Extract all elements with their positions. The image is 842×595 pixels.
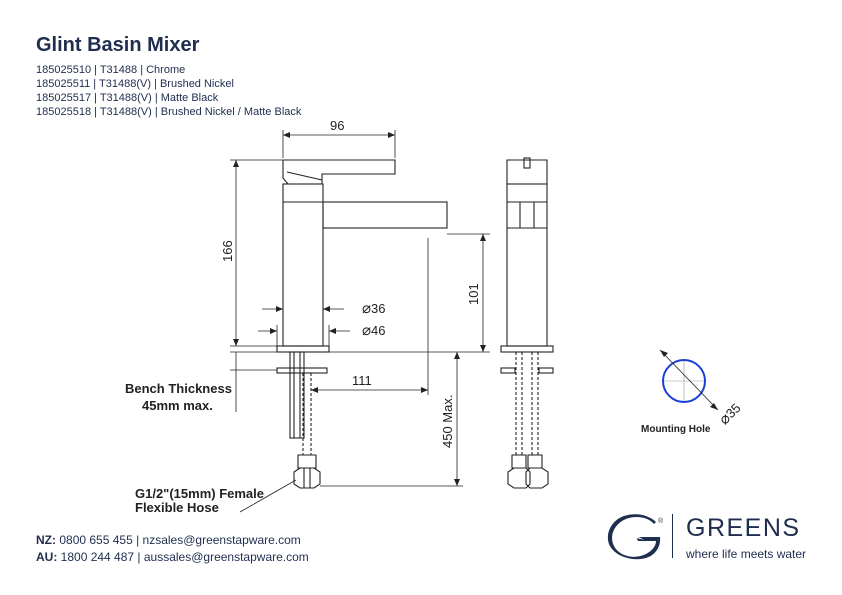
side-body xyxy=(506,183,548,347)
mounting-hole-label: Mounting Hole xyxy=(641,424,711,435)
hose-nut xyxy=(297,454,317,469)
dim-base-diameter: ⌀46 xyxy=(362,322,386,339)
side-base xyxy=(500,345,554,353)
diameter-symbol: ⌀ xyxy=(362,300,371,317)
brand-separator xyxy=(672,514,673,558)
threaded-shank xyxy=(289,351,305,439)
product-codes: 185025510 | T31488 | Chrome 185025511 | … xyxy=(36,63,301,119)
dim-reach: 111 xyxy=(352,373,372,388)
product-code-line: 185025518 | T31488(V) | Brushed Nickel /… xyxy=(36,106,302,118)
dim-base-diameter-value: 46 xyxy=(371,323,385,338)
contact-footer: NZ: 0800 655 455 | nzsales@greenstapware… xyxy=(36,532,309,566)
dim-max-below: 450 Max. xyxy=(440,395,455,448)
dimension-lines xyxy=(230,130,490,513)
contact-au: AU: 1800 244 487 | aussales@greenstapwar… xyxy=(36,549,309,566)
bench-thickness-value: 45mm max. xyxy=(142,398,213,413)
dimension-texts: 96 166 101 ⌀36 ⌀46 111 450 Max. xyxy=(220,118,481,448)
contact-nz-label: NZ: xyxy=(36,533,56,547)
dim-width-top: 96 xyxy=(330,118,344,133)
page-title: Glint Basin Mixer xyxy=(36,34,200,56)
front-view xyxy=(276,159,448,489)
diameter-symbol: ⌀ xyxy=(362,322,371,339)
callout-labels: Bench Thickness 45mm max. G1/2"(15mm) Fe… xyxy=(125,381,264,515)
mixer-body xyxy=(282,183,324,347)
dim-body-diameter-value: 36 xyxy=(371,301,385,316)
bench-thickness-label: Bench Thickness xyxy=(125,381,232,396)
greens-g-logo-icon: ® xyxy=(607,514,664,560)
base-plate xyxy=(276,345,330,353)
contact-au-text: 1800 244 487 | aussales@greenstapware.co… xyxy=(60,550,309,564)
dim-height-total: 166 xyxy=(220,240,235,262)
hose-label-line2: Flexible Hose xyxy=(135,500,219,515)
dim-spout-height: 101 xyxy=(466,283,481,305)
product-code-line: 185025511 | T31488(V) | Brushed Nickel xyxy=(36,78,234,90)
product-code-line: 185025517 | T31488(V) | Matte Black xyxy=(36,92,219,104)
brand-logo: ® GREENS where life meets water xyxy=(606,512,816,562)
hose-label-line1: G1/2"(15mm) Female xyxy=(135,486,264,501)
dim-body-diameter: ⌀36 xyxy=(362,300,386,317)
mounting-hole-dim: ⌀35 xyxy=(716,400,745,429)
spout xyxy=(322,201,448,229)
registered-mark: ® xyxy=(658,517,664,525)
brand-name: GREENS xyxy=(686,514,801,542)
handle-joint xyxy=(286,171,323,181)
contact-nz-text: 0800 655 455 | nzsales@greenstapware.com xyxy=(59,533,301,547)
contact-au-label: AU: xyxy=(36,550,58,564)
handle-lever xyxy=(282,159,396,185)
contact-nz: NZ: 0800 655 455 | nzsales@greenstapware… xyxy=(36,532,309,549)
product-code-line: 185025510 | T31488 | Chrome xyxy=(36,64,186,76)
mounting-hole-circle xyxy=(662,359,706,403)
fixing-washer xyxy=(276,367,328,374)
side-view xyxy=(500,157,554,489)
side-handle xyxy=(506,159,548,185)
brand-tagline: where life meets water xyxy=(686,547,807,561)
mounting-hole: ⌀35 Mounting Hole xyxy=(641,349,745,435)
